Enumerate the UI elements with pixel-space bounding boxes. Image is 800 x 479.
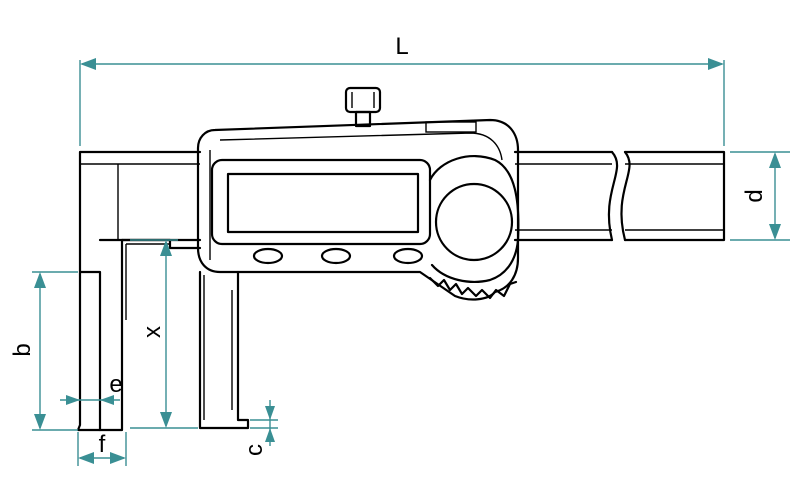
dimension-L: L [79, 33, 725, 146]
label-b: b [9, 343, 36, 356]
dimension-b: b [9, 271, 78, 431]
lcd-screen [226, 172, 420, 234]
label-e: e [109, 371, 122, 398]
dimension-d: d [730, 151, 790, 241]
label-c: c [241, 444, 268, 456]
label-L: L [395, 33, 408, 60]
digital-head [196, 86, 520, 301]
dimension-f: f [77, 431, 127, 466]
sliding-jaw [198, 270, 250, 430]
thumb-wheel [434, 182, 514, 262]
dimension-x: x [130, 239, 198, 429]
head-notch [425, 121, 477, 133]
caliper-button [252, 247, 284, 265]
label-d: d [741, 189, 768, 202]
label-x: x [139, 326, 166, 338]
lcd-frame [210, 158, 432, 246]
caliper-button [320, 247, 352, 265]
lock-screw [344, 86, 382, 114]
thumb-grip [428, 276, 518, 300]
caliper-button [392, 247, 424, 265]
caliper-beam [78, 150, 726, 432]
dimension-e: e [60, 371, 123, 405]
dimension-c: c [241, 400, 278, 456]
label-f: f [99, 431, 106, 458]
lock-screw-stem [354, 110, 372, 128]
